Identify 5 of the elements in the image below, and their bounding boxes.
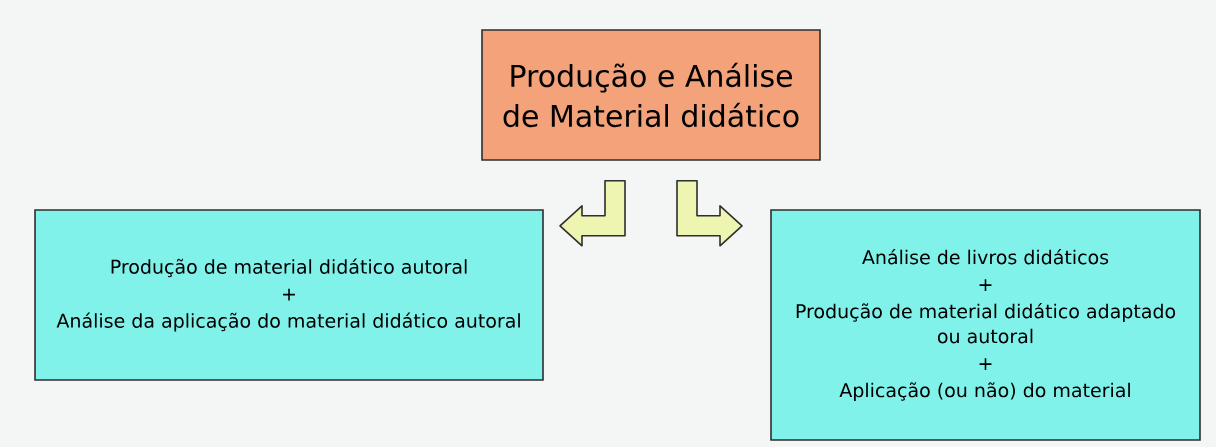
text-box: Produção de material didático autoral + Análise da aplicação do material didático autoral	[34, 209, 544, 381]
text-box: Análise de livros didáticos + Produção de material didático adaptado ou autoral + Aplicação (ou não) do material	[770, 209, 1201, 441]
bent-arrow	[676, 180, 743, 247]
bent-arrow	[559, 180, 626, 247]
title-box: Produção e Análise de Material didático	[481, 29, 821, 161]
